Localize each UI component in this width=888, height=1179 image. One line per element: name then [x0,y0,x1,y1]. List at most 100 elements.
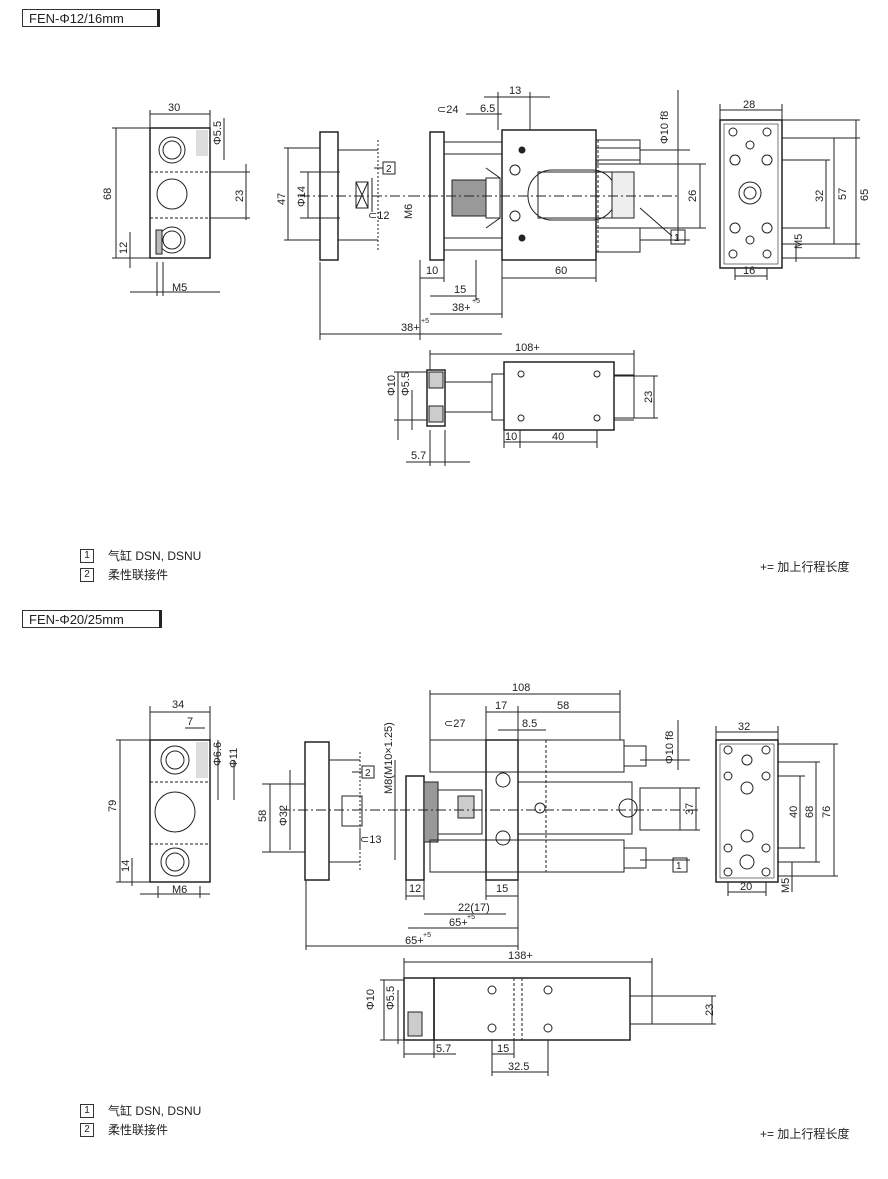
s2-wrench-27-value: 27 [453,718,465,730]
s2-dim-85: 8.5 [522,718,537,730]
s2-dim-phi55: Φ5.5 [385,986,397,1010]
s1-dim-23: 23 [234,190,246,202]
s2-top-view [380,958,716,1076]
section2-title: FEN-Φ20/25mm [22,610,162,628]
s2-dim-58b: 58 [557,700,569,712]
s1-callout-2: 2 [386,164,392,175]
s2-side-view [262,741,400,881]
s2-dim-325: 32.5 [508,1061,529,1073]
s1-dim-57: 57 [837,188,849,200]
s1-dim-108: 108+ [515,342,540,354]
s1-wrench-24: ⊂24 [437,104,458,116]
s2-dim-17: 17 [495,700,507,712]
s2-dimension-labels: 34 7 Φ6.6 Φ11 79 14 M6 58 Φ32 ⊂13 108 17… [107,682,833,1073]
legend-number: 1 [80,548,94,563]
s2-dim-phi66: Φ6.6 [212,742,224,766]
s2-callout-2: 2 [365,768,371,779]
s1-dim-13: 13 [509,85,521,97]
s1-dim-10: 10 [426,265,438,277]
s2-dim-32b: 32 [738,721,750,733]
s1-dim-m6: M6 [403,204,415,219]
legend-item: 1 气缸 DSN, DSNU [80,1101,201,1120]
s1-dim-phi55b: Φ5.5 [400,372,412,396]
legend-number: 1 [80,1103,94,1118]
s2-wrench-13-value: 13 [369,834,381,846]
s2-dim-65a-sup: +5 [467,914,475,921]
s1-dim-23b: 23 [643,391,655,403]
s2-dim-138: 138+ [508,950,533,962]
s1-dim-28: 28 [743,99,755,111]
s2-callout-1: 1 [676,861,682,872]
s2-end-view-left [116,706,235,898]
s1-dim-65b: 65 [859,189,871,201]
s2-dim-65b: 65+ [405,935,424,947]
s2-dim-phi10: Φ10 [365,989,377,1010]
s1-dim-phi14: Φ14 [296,186,308,207]
s2-dim-40: 40 [788,806,800,818]
s1-dim-30: 30 [168,102,180,114]
s1-wrench-12: ⊂12 [368,210,389,222]
s1-dim-57b: 5.7 [411,450,426,462]
legend-text: 气缸 DSN, DSNU [108,1103,202,1118]
s1-dim-32: 32 [814,190,826,202]
s1-dim-m5b: M5 [793,234,805,249]
legend-item: 1 气缸 DSN, DSNU [80,546,201,565]
s2-dim-12: 12 [409,883,421,895]
s1-dim-38a: 38+ [452,302,471,314]
s2-callouts: 2 1 [365,768,682,872]
s2-dim-m6: M6 [172,884,187,896]
s1-side-view [284,131,410,261]
s2-dim-15b: 15 [497,1043,509,1055]
s1-dim-68: 68 [102,188,114,200]
s1-dim-15: 15 [454,284,466,296]
s1-dimension-labels: 30 68 Φ5.5 23 12 M5 47 Φ14 M6 ⊂24 ⊂12 13… [102,85,871,462]
s1-wrench-12-value: 12 [377,210,389,222]
s1-dim-phi55: Φ5.5 [212,121,224,145]
section2-legend: 1 气缸 DSN, DSNU 2 柔性联接件 [80,1101,201,1139]
legend-item: 2 柔性联接件 [80,1120,201,1139]
s2-dim-7: 7 [187,716,193,728]
s2-dim-37: 37 [684,803,696,815]
s1-end-view-right [719,104,860,280]
s1-dim-40: 40 [552,431,564,443]
s2-dim-23: 23 [704,1004,716,1016]
s1-end-view-left [112,110,250,296]
s2-dim-65b-sup: +5 [423,932,431,939]
section1-legend: 1 气缸 DSN, DSNU 2 柔性联接件 [80,546,201,584]
s1-dim-phi10: Φ10 [386,375,398,396]
s1-dim-phi10f8: Φ10 f8 [659,111,671,144]
s2-dim-57: 5.7 [436,1043,451,1055]
s1-dim-12: 12 [118,242,130,254]
s1-callouts: 2 1 [386,164,680,244]
section1-title: FEN-Φ12/16mm [22,9,160,27]
s2-dim-m8: M8(M10×1.25) [383,722,395,794]
s2-dim-20: 20 [740,881,752,893]
s2-dim-m5: M5 [780,878,792,893]
s2-dim-65a: 65+ [449,917,468,929]
s2-dim-76: 76 [821,806,833,818]
s1-front-view [319,90,706,340]
legend-number: 2 [80,567,94,582]
s1-dim-38b-sup: +5 [421,318,429,325]
s1-dim-16: 16 [743,265,755,277]
s2-dim-108: 108 [512,682,530,694]
s2-dim-58: 58 [257,810,269,822]
s1-dim-60: 60 [555,265,567,277]
s2-front-view [305,690,700,950]
legend-text: 柔性联接件 [108,1122,169,1137]
s2-dim-phi32: Φ32 [278,805,290,826]
s2-wrench-13: ⊂13 [360,834,381,846]
s1-dim-38a-sup: +5 [472,298,480,305]
section2-note: += 加上行程长度 [760,1127,850,1141]
s2-end-view-right [715,726,838,896]
s1-dim-26: 26 [687,190,699,202]
s1-callout-1: 1 [674,233,680,244]
s1-dim-38b: 38+ [401,322,420,334]
s1-dim-m5: M5 [172,282,187,294]
legend-text: 气缸 DSN, DSNU [108,548,202,563]
s2-dim-79: 79 [107,800,119,812]
s2-dim-68: 68 [804,806,816,818]
s2-dim-15: 15 [496,883,508,895]
section1-title-text: FEN-Φ12/16mm [29,11,124,26]
